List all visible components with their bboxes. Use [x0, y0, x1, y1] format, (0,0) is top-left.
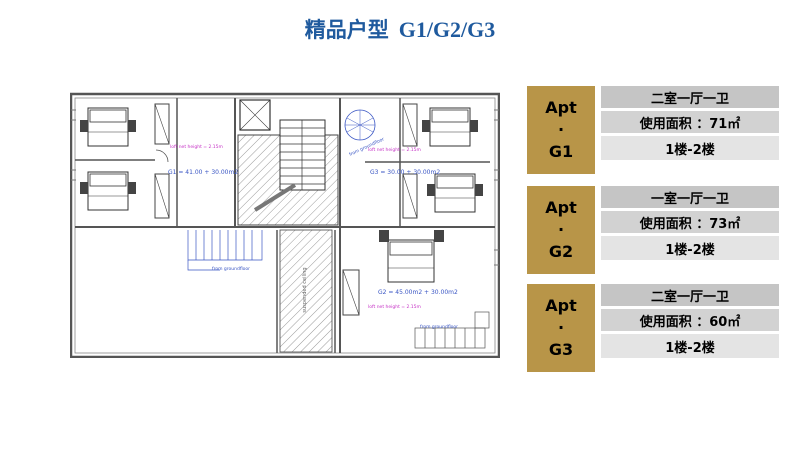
floors-row: 1楼-2楼	[601, 136, 779, 160]
area-row: 使用面积 ：71㎡	[601, 111, 779, 133]
apt-code: G2	[548, 242, 574, 261]
floors-row: 1楼-2楼	[601, 236, 779, 260]
elevator	[239, 99, 271, 131]
g1-from-groundfloor-label: from groundfloor	[212, 266, 250, 272]
layout-row: 二室一厅一卫	[601, 86, 779, 108]
apt-label: Apt · G2	[527, 186, 595, 274]
area-row: 使用面积 ：73㎡	[601, 211, 779, 233]
suspended-ceiling-area	[279, 229, 333, 353]
bed-icon	[427, 173, 483, 213]
g2-from-groundfloor-label: from groundfloor	[420, 324, 458, 330]
floors-row: 1楼-2楼	[601, 334, 779, 358]
bed-icon	[379, 230, 444, 283]
apt-card-g3: Apt · G3 二室一厅一卫 使用面积 ：60㎡ 1楼-2楼	[527, 284, 779, 372]
bed-icon	[80, 107, 136, 147]
area-row: 使用面积 ：60㎡	[601, 309, 779, 331]
g1-net-height-label: loft net height = 2.15m	[170, 144, 223, 150]
spiral-stair	[344, 109, 376, 141]
apt-code: G1	[548, 142, 574, 161]
apt-label: Apt · G1	[527, 86, 595, 174]
apt-word: Apt	[545, 198, 577, 217]
g3-net-height-label: loft net height = 2.15m	[368, 147, 421, 153]
layout-row: 一室一厅一卫	[601, 186, 779, 208]
g2-stairs	[414, 311, 490, 349]
apt-dot: ·	[557, 318, 565, 337]
apt-dot: ·	[557, 120, 565, 139]
apt-dot: ·	[557, 220, 565, 239]
title-sub: G1/G2/G3	[398, 17, 496, 42]
layout-row: 二室一厅一卫	[601, 284, 779, 306]
apt-word: Apt	[545, 98, 577, 117]
bed-icon	[80, 171, 136, 211]
bed-icon	[422, 107, 478, 147]
g2-area-label: G2 = 45.00m2 + 30.00m2	[378, 289, 458, 296]
apt-card-g2: Apt · G2 一室一厅一卫 使用面积 ：73㎡ 1楼-2楼	[527, 186, 779, 274]
g1-stairs	[187, 230, 263, 271]
g2-net-height-label: loft net height = 2.15m	[368, 304, 421, 310]
apt-card-g1: Apt · G1 二室一厅一卫 使用面积 ：71㎡ 1楼-2楼	[527, 86, 779, 174]
apt-label: Apt · G3	[527, 284, 595, 372]
g3-area-label: G3 = 30.00 + 30.00m2	[370, 169, 440, 176]
suspended-ceiling-label: suspended ceiling	[302, 267, 308, 312]
apt-code: G3	[548, 340, 574, 359]
page-title: 精品户型 G1/G2/G3	[0, 14, 800, 44]
title-main: 精品户型	[304, 18, 389, 42]
g1-area-label: G1 = 41.00 + 30.00m2	[168, 169, 238, 176]
apt-word: Apt	[545, 296, 577, 315]
floor-plan: suspended ceiling	[70, 92, 500, 358]
